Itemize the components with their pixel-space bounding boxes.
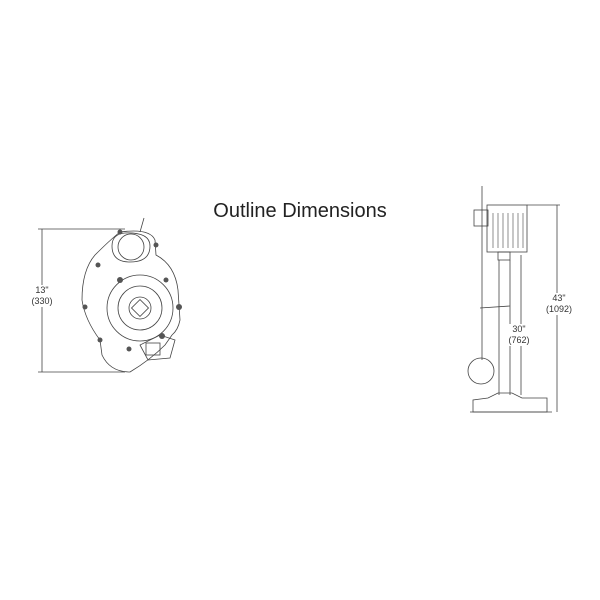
drawing-title: Outline Dimensions bbox=[213, 200, 387, 222]
pipe-inches: 30" bbox=[512, 324, 526, 334]
height-mm: (330) bbox=[31, 296, 53, 306]
float-ball bbox=[467, 357, 495, 385]
height-inches: 13" bbox=[35, 285, 49, 295]
pipe-mm: (762) bbox=[508, 335, 530, 345]
top-view-height-label: 13" (330) bbox=[22, 285, 62, 307]
top-view-pump bbox=[38, 217, 182, 373]
switch-box bbox=[139, 334, 176, 361]
overall-height-label: 43" (1092) bbox=[539, 293, 579, 315]
discharge-port bbox=[117, 233, 145, 261]
pump-base bbox=[472, 392, 548, 413]
motor-cover bbox=[106, 274, 174, 342]
overall-mm: (1092) bbox=[545, 304, 572, 314]
overall-inches: 43" bbox=[552, 293, 566, 303]
pump-housing-outline bbox=[81, 230, 181, 373]
pipe-length-label: 30" (762) bbox=[502, 324, 536, 346]
